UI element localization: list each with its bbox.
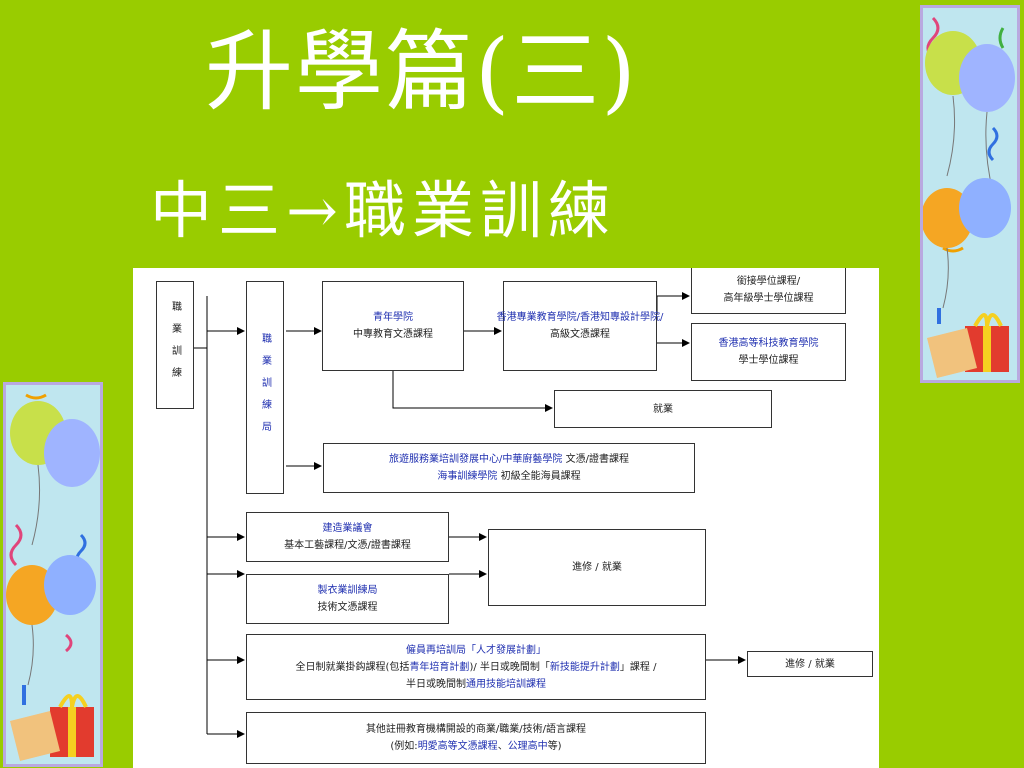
vtc-box: 職業訓練局	[246, 281, 284, 494]
youth-college-box: 青年學院 中專教育文憑課程	[322, 281, 464, 371]
study-work-box: 進修 / 就業	[488, 529, 706, 606]
balloon-icon	[959, 178, 1011, 238]
confetti-icon	[65, 633, 73, 653]
tourism-maritime-box: 旅遊服務業培訓發展中心/中華廚藝學院 文憑/證書課程 海事訓練學院 初級全能海員…	[323, 443, 695, 493]
vocational-training-box: 職業訓練	[156, 281, 194, 409]
slide-subtitle: 中三→職業訓練	[150, 174, 616, 247]
confetti-icon	[25, 393, 47, 400]
erb-result-box: 進修 / 就業	[747, 651, 873, 677]
construction-council-box: 建造業議會 基本工藝課程/文憑/證書課程	[246, 512, 449, 562]
slide-title: 升學篇(三)	[205, 20, 638, 123]
pathway-flowchart: 職業訓練 職業訓練局 青年學院 中專教育文憑課程 香港專業教育學院/香港知專設計…	[133, 268, 879, 768]
balloon-icon	[959, 44, 1015, 112]
confetti-icon	[942, 246, 964, 253]
erb-box: 僱員再培訓局「人才發展計劃」 全日制就業掛鈎課程(包括青年培育計劃)/ 半日或晚…	[246, 634, 706, 700]
thei-box: 香港高等科技教育學院 學士學位課程	[691, 323, 846, 381]
clothing-council-box: 製衣業訓練局 技術文憑課程	[246, 574, 449, 624]
balloon-icon	[44, 555, 96, 615]
flowchart-connectors	[190, 292, 746, 738]
confetti-icon	[9, 523, 23, 567]
party-decoration-right	[920, 5, 1020, 383]
other-institutions-box: 其他註冊教育機構開設的商業/職業/技術/語言課程 (例如:明愛高等文憑課程、公理…	[246, 712, 706, 764]
party-decoration-left	[3, 382, 103, 767]
degree-top-up-box: 銜接學位課程/ 高年級學士學位課程	[691, 268, 846, 314]
confetti-icon	[987, 126, 999, 162]
cake-icon	[10, 711, 60, 761]
cake-icon	[927, 328, 977, 378]
balloon-icon	[44, 419, 100, 487]
employment-box: 就業	[554, 390, 772, 428]
hkdi-box: 香港專業教育學院/香港知專設計學院/ 高級文憑課程	[497, 281, 663, 371]
confetti-icon	[998, 27, 1005, 49]
